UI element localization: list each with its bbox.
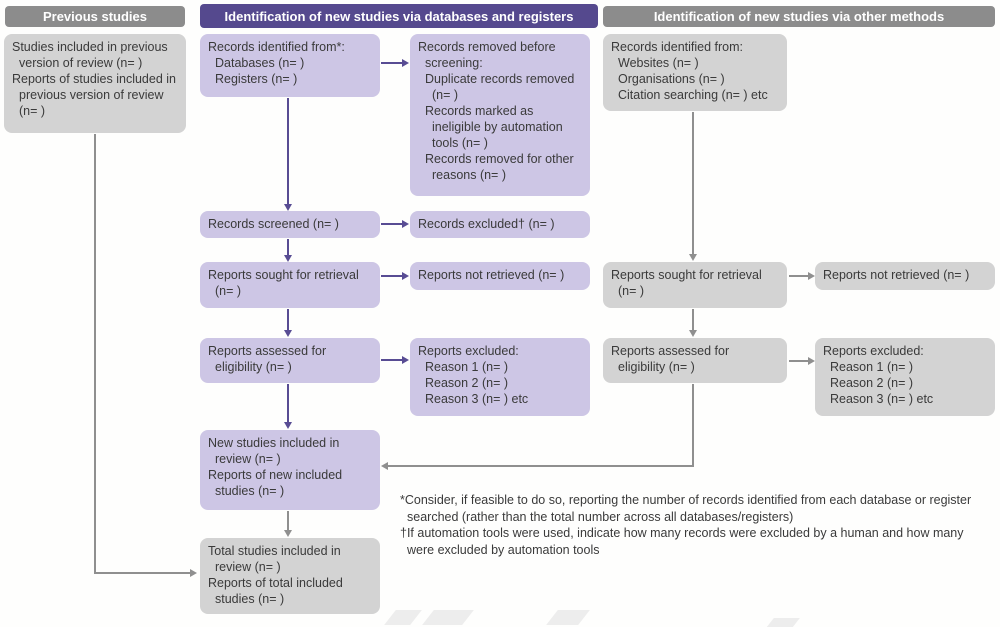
box-line: Studies included in previous version of … bbox=[12, 40, 168, 70]
box-line: New studies included in review (n= ) bbox=[208, 436, 340, 466]
box-line: Duplicate records removed (n= ) bbox=[425, 72, 575, 102]
box-reports-assessed-databases: Reports assessed for eligibility (n= ) bbox=[200, 338, 380, 383]
footnote-asterisk: *Consider, if feasible to do so, reporti… bbox=[400, 493, 972, 524]
box-line: Reports of studies included in previous … bbox=[12, 72, 176, 118]
box-line: Citation searching (n= ) etc bbox=[618, 88, 768, 102]
box-line: Reports assessed for eligibility (n= ) bbox=[611, 344, 730, 374]
header-previous-studies: Previous studies bbox=[5, 6, 185, 27]
box-records-excluded: Records excluded† (n= ) bbox=[410, 211, 590, 238]
box-line: Organisations (n= ) bbox=[618, 72, 725, 86]
box-reports-excluded-databases: Reports excluded: Reason 1 (n= ) Reason … bbox=[410, 338, 590, 416]
box-line: Records removed before screening: bbox=[418, 40, 556, 70]
box-records-identified-databases: Records identified from*: Databases (n= … bbox=[200, 34, 380, 97]
watermark-shape bbox=[422, 610, 474, 625]
box-line: Reports excluded: bbox=[823, 344, 924, 358]
box-line: Records identified from: bbox=[611, 40, 744, 54]
box-line: Reports assessed for eligibility (n= ) bbox=[208, 344, 327, 374]
box-reports-sought-other: Reports sought for retrieval (n= ) bbox=[603, 262, 787, 308]
box-line: Databases (n= ) bbox=[215, 56, 305, 70]
box-line: Reports of new included studies (n= ) bbox=[208, 468, 343, 498]
box-line: Total studies included in review (n= ) bbox=[208, 544, 341, 574]
box-records-removed: Records removed before screening: Duplic… bbox=[410, 34, 590, 196]
box-line: Reports not retrieved (n= ) bbox=[823, 268, 970, 282]
box-line: Reports not retrieved (n= ) bbox=[418, 268, 565, 282]
watermark-shape bbox=[546, 610, 590, 625]
box-line: Reason 2 (n= ) bbox=[830, 376, 914, 390]
box-line: Reason 3 (n= ) etc bbox=[830, 392, 934, 406]
watermark-shape bbox=[762, 618, 800, 627]
watermark-shape bbox=[384, 610, 422, 625]
footnote-dagger: †If automation tools were used, indicate… bbox=[400, 526, 964, 557]
box-line: Records marked as ineligible by automati… bbox=[425, 104, 563, 150]
box-line: Records removed for other reasons (n= ) bbox=[425, 152, 574, 182]
box-line: Records excluded† (n= ) bbox=[418, 217, 555, 231]
box-records-screened: Records screened (n= ) bbox=[200, 211, 380, 238]
box-new-studies-included: New studies included in review (n= ) Rep… bbox=[200, 430, 380, 510]
header-databases-registers: Identification of new studies via databa… bbox=[200, 4, 598, 28]
box-reports-not-retrieved-databases: Reports not retrieved (n= ) bbox=[410, 262, 590, 290]
box-line: Reports sought for retrieval (n= ) bbox=[208, 268, 359, 298]
footnotes: *Consider, if feasible to do so, reporti… bbox=[400, 492, 992, 558]
box-line: Registers (n= ) bbox=[215, 72, 298, 86]
box-line: Reason 1 (n= ) bbox=[830, 360, 914, 374]
box-line: Records identified from*: bbox=[208, 40, 345, 54]
box-line: Reports of total included studies (n= ) bbox=[208, 576, 343, 606]
box-line: Reports excluded: bbox=[418, 344, 519, 358]
box-line: Reports sought for retrieval (n= ) bbox=[611, 268, 762, 298]
box-reports-sought-databases: Reports sought for retrieval (n= ) bbox=[200, 262, 380, 308]
box-line: Reason 1 (n= ) bbox=[425, 360, 509, 374]
box-line: Reason 3 (n= ) etc bbox=[425, 392, 529, 406]
box-reports-not-retrieved-other: Reports not retrieved (n= ) bbox=[815, 262, 995, 290]
box-reports-assessed-other: Reports assessed for eligibility (n= ) bbox=[603, 338, 787, 383]
box-previous-studies: Studies included in previous version of … bbox=[4, 34, 186, 133]
box-records-identified-other: Records identified from: Websites (n= ) … bbox=[603, 34, 787, 111]
box-line: Websites (n= ) bbox=[618, 56, 699, 70]
box-line: Records screened (n= ) bbox=[208, 217, 339, 231]
box-reports-excluded-other: Reports excluded: Reason 1 (n= ) Reason … bbox=[815, 338, 995, 416]
box-line: Reason 2 (n= ) bbox=[425, 376, 509, 390]
box-total-studies-included: Total studies included in review (n= ) R… bbox=[200, 538, 380, 614]
header-other-methods: Identification of new studies via other … bbox=[603, 6, 995, 27]
